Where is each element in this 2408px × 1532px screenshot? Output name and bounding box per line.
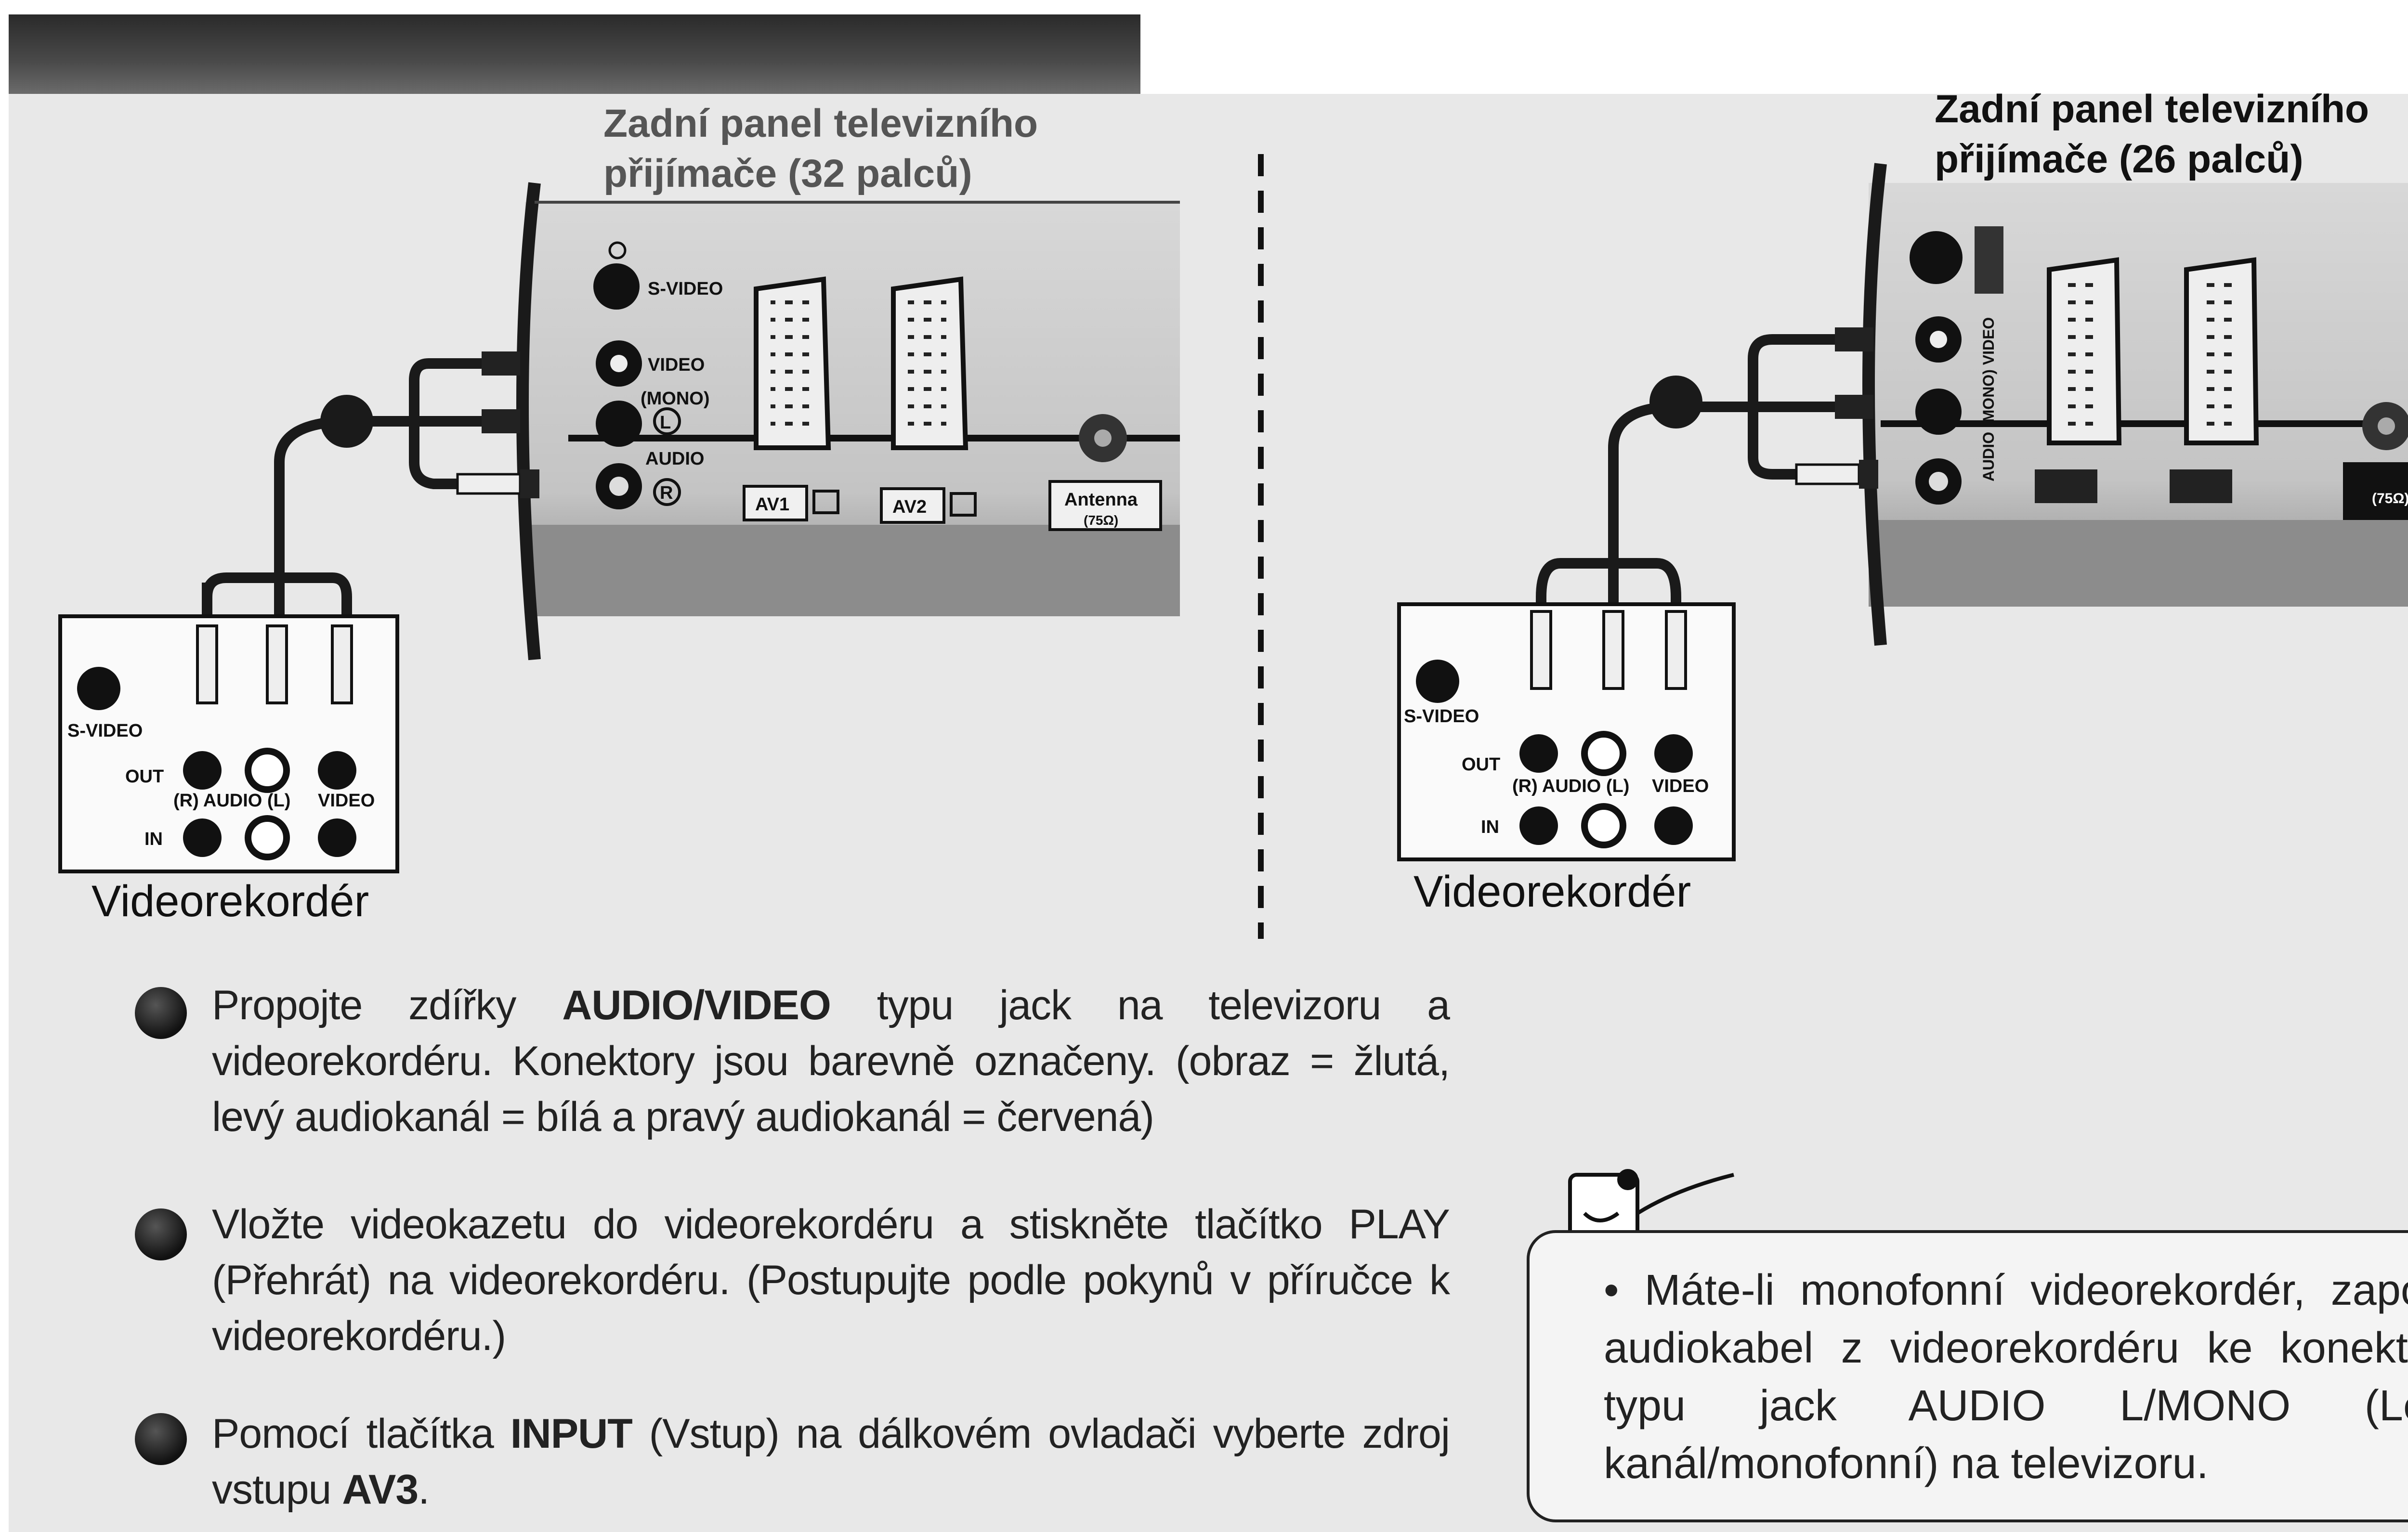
step-1-post: typu jack na televizoru a videorekordéru… bbox=[212, 982, 1450, 1140]
port-label-video: VIDEO bbox=[648, 355, 705, 375]
scart-1-icon bbox=[2047, 257, 2122, 445]
step-3-mid: (Vstup) na dálkovém ovladači vyberte zdr… bbox=[212, 1411, 1450, 1513]
vcr-right-label-svideo: S-VIDEO bbox=[1404, 706, 1479, 727]
vcr-title-right: Videorekordér bbox=[1413, 867, 1691, 916]
port-label-ohm-26: (75Ω) bbox=[2372, 491, 2408, 506]
scart-av1-icon bbox=[754, 276, 831, 450]
section-title-bar bbox=[9, 14, 1140, 94]
step-3: Pomocí tlačítka INPUT (Vstup) na dálkové… bbox=[212, 1406, 1450, 1518]
port-label-antenna: Antenna bbox=[1064, 490, 1138, 510]
rca-plug-icon bbox=[456, 351, 539, 498]
step-1: Propojte zdířky AUDIO/VIDEO typu jack na… bbox=[212, 977, 1450, 1145]
vcr-title-left: Videorekordér bbox=[92, 877, 369, 926]
vcr-right-label-video: VIDEO bbox=[1652, 776, 1709, 796]
port-label-ohm: (75Ω) bbox=[1084, 513, 1118, 528]
vcr-right-label-in: IN bbox=[1481, 817, 1499, 837]
step-3-bullet-icon bbox=[135, 1413, 187, 1465]
note-mascot-icon bbox=[1568, 1169, 1734, 1249]
step-1-pre: Propojte zdířky bbox=[212, 982, 563, 1028]
port-label-audio: AUDIO bbox=[645, 449, 704, 469]
vcr-label-audio: (R) AUDIO (L) bbox=[173, 791, 290, 811]
svideo-jack-icon bbox=[593, 263, 640, 310]
heading-tv-26-line2: přijímače (26 palců) bbox=[1935, 137, 2303, 181]
step-1-bullet-icon bbox=[135, 987, 187, 1039]
step-2-pre: Vložte videokazetu do videorekordéru a s… bbox=[212, 1201, 1450, 1359]
rca-plug-right-icon bbox=[1795, 327, 1878, 489]
step-3-bold: INPUT bbox=[510, 1411, 633, 1457]
step-3-pre: Pomocí tlačítka bbox=[212, 1411, 510, 1457]
port-label-l: L bbox=[660, 413, 671, 433]
scart-2-icon bbox=[2184, 257, 2259, 445]
step-3-post: . bbox=[418, 1467, 430, 1513]
note-text: • Máte-li monofonní videorekordér, zapoj… bbox=[1604, 1266, 2408, 1488]
step-1-bold: AUDIO/VIDEO bbox=[562, 982, 831, 1028]
heading-tv-32-line1: Zadní panel televizního bbox=[603, 102, 1038, 145]
tv-panel-26: (75Ω) AUDIO (MONO) VIDEO bbox=[1862, 163, 2408, 646]
heading-tv-26-line1: Zadní panel televizního bbox=[1935, 87, 2369, 131]
vcr-right-label-audio: (R) AUDIO (L) bbox=[1512, 776, 1629, 796]
port-label-av2: AV2 bbox=[892, 497, 927, 517]
heading-tv-32-line2: přijímače (32 palců) bbox=[603, 152, 972, 195]
heading-tv-26: Zadní panel televizního přijímače (26 pa… bbox=[1935, 84, 2369, 184]
note-box bbox=[1527, 1230, 2408, 1522]
vcr-left: S-VIDEO OUT (R) AUDIO (L) VIDEO IN bbox=[58, 614, 399, 873]
port-label-vertical: AUDIO (MONO) VIDEO bbox=[1980, 317, 1997, 481]
step-3-bold2: AV3 bbox=[342, 1467, 419, 1513]
step-2-bullet-icon bbox=[135, 1208, 187, 1260]
step-2: Vložte videokazetu do videorekordéru a s… bbox=[212, 1196, 1450, 1364]
port-label-mono: (MONO) bbox=[641, 389, 710, 409]
scart-av2-icon bbox=[891, 276, 968, 450]
port-label-r: R bbox=[660, 483, 673, 503]
port-label-av1: AV1 bbox=[755, 494, 789, 515]
vcr-label-svideo: S-VIDEO bbox=[67, 721, 143, 741]
tv-panel-32: S-VIDEO VIDEO (MONO) L AUDIO R AV1 AV2 A… bbox=[516, 182, 1180, 661]
vcr-label-in: IN bbox=[144, 829, 163, 849]
vcr-right-label-out: OUT bbox=[1462, 754, 1500, 775]
port-label-svideo: S-VIDEO bbox=[648, 279, 723, 299]
vcr-label-video: VIDEO bbox=[318, 791, 375, 811]
vcr-right: S-VIDEO OUT (R) AUDIO (L) VIDEO IN bbox=[1397, 602, 1736, 861]
heading-tv-32: Zadní panel televizního přijímače (32 pa… bbox=[603, 99, 1038, 199]
vcr-label-out: OUT bbox=[125, 766, 164, 787]
